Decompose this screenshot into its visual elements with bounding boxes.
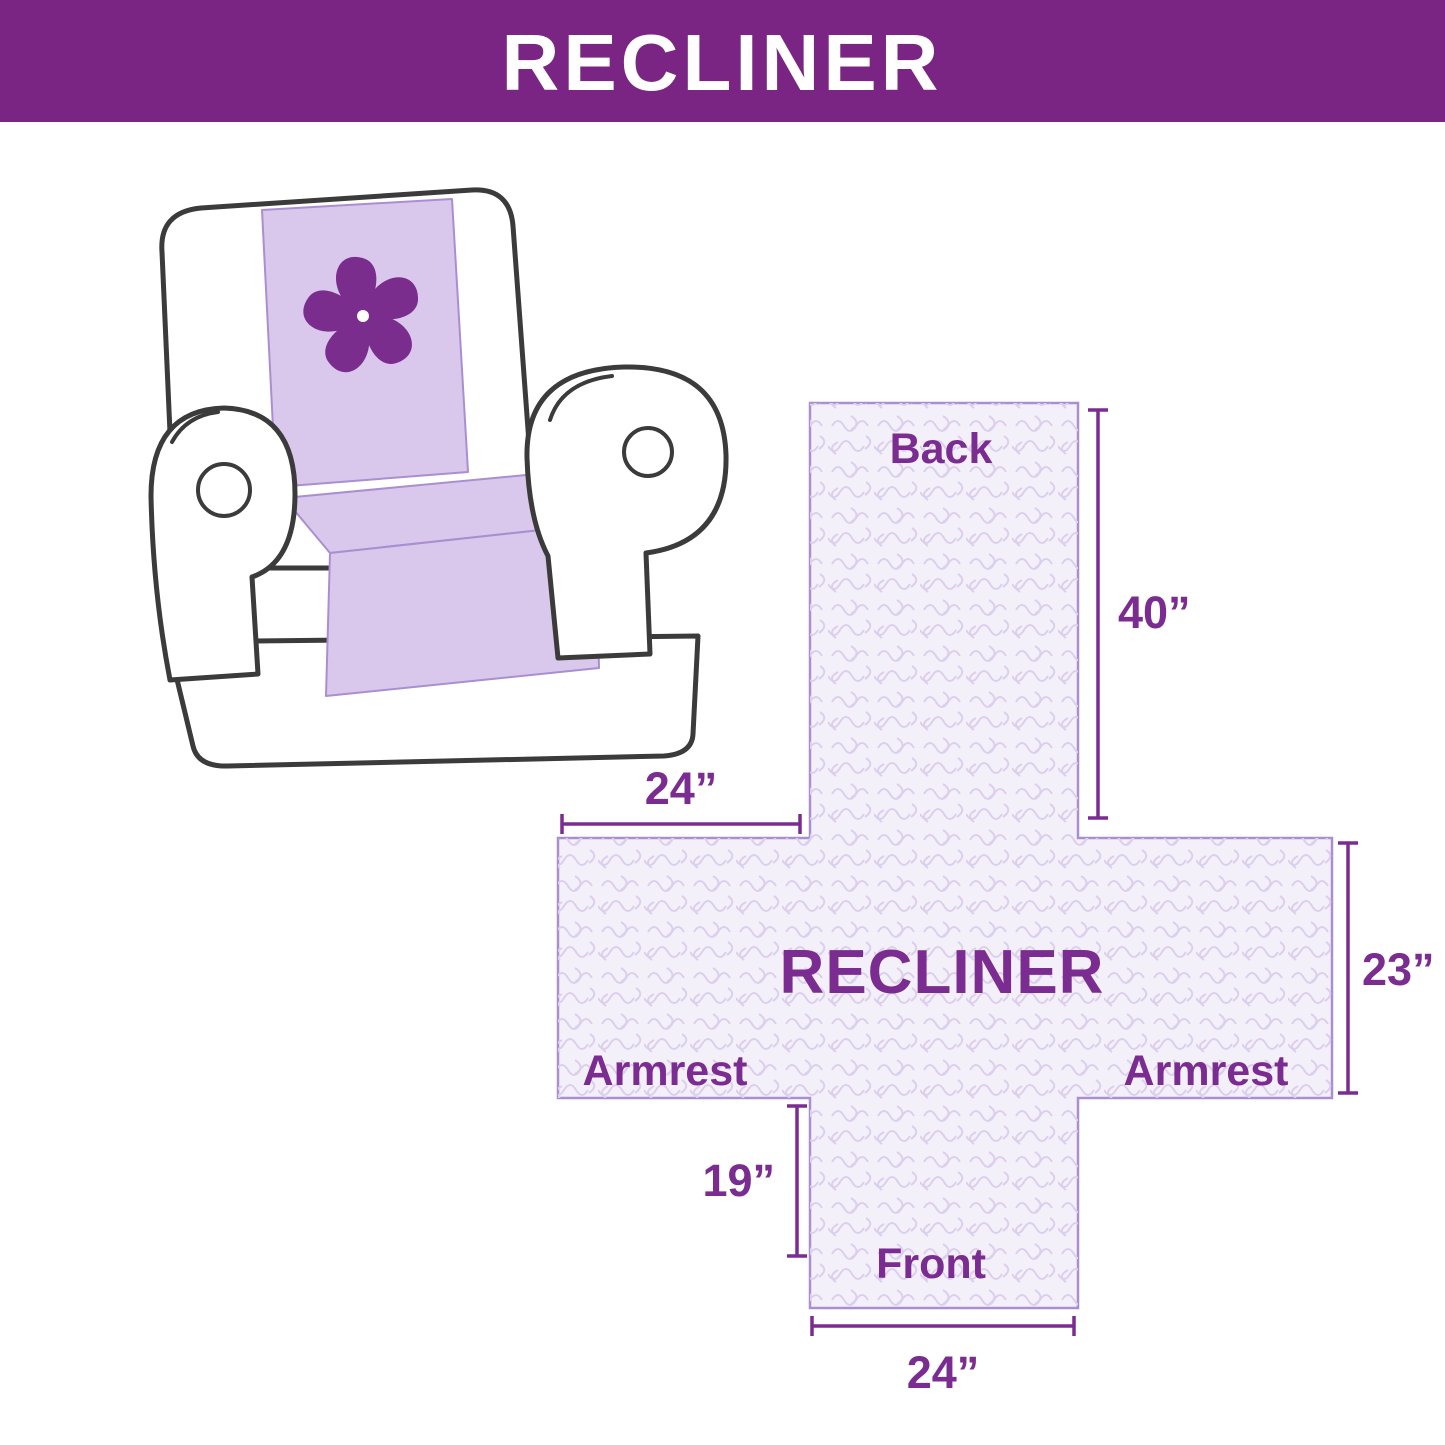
dimension-back-length: 40” xyxy=(1088,408,1191,820)
header-banner xyxy=(0,0,1445,122)
right-arm-curve-detail xyxy=(548,374,614,422)
quilt-pattern-overlay xyxy=(558,403,1332,1308)
label-center: RECLINER xyxy=(780,938,1105,1007)
right-arm-roll-detail xyxy=(622,426,674,478)
dim-label-armrest-side: 23” xyxy=(1362,944,1435,995)
dimension-armrest-side: 23” xyxy=(1338,841,1435,1095)
pattern-diagram: Back RECLINER Armrest Armrest Front 40” … xyxy=(556,401,1435,1398)
left-arm-curve-detail xyxy=(170,410,220,444)
left-arm-roll-detail xyxy=(196,462,252,518)
dim-label-back-length: 40” xyxy=(1118,587,1191,638)
dimension-front-drop: 19” xyxy=(702,1104,807,1258)
pinwheel-icon xyxy=(303,257,419,373)
chair-illustration xyxy=(148,187,729,769)
label-front: Front xyxy=(876,1240,986,1288)
chair-right-arm xyxy=(524,364,729,661)
label-armrest-left: Armrest xyxy=(583,1047,748,1095)
dim-label-back-top-width: 24” xyxy=(645,763,718,814)
dimension-front-bottom-width: 24” xyxy=(810,1316,1076,1398)
dim-label-front-drop: 19” xyxy=(702,1155,775,1206)
cover-front-skirt xyxy=(325,523,600,697)
label-armrest-right: Armrest xyxy=(1124,1047,1289,1095)
page-title: RECLINER xyxy=(502,18,943,107)
chair-left-arm xyxy=(148,405,298,683)
label-back: Back xyxy=(890,425,993,473)
dim-label-front-bottom-width: 24” xyxy=(907,1347,980,1398)
dimension-back-top-width: 24” xyxy=(560,763,802,834)
